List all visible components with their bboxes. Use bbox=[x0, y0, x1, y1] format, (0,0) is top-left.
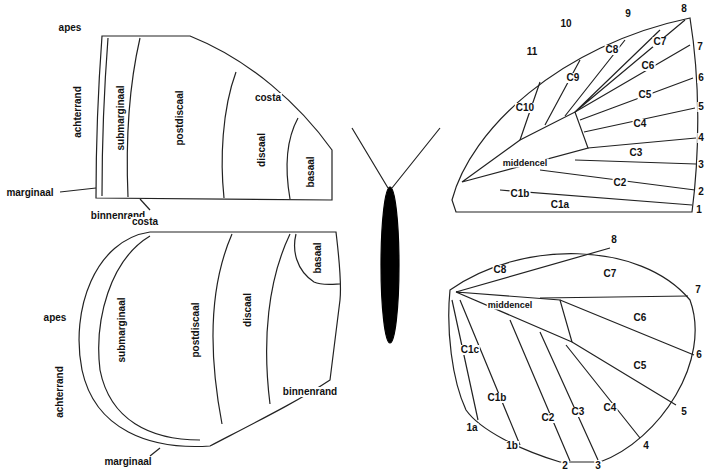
band-line bbox=[99, 236, 200, 440]
callout-number: 8 bbox=[680, 4, 688, 14]
callout-number: 11 bbox=[526, 47, 539, 57]
callout-number: 5 bbox=[680, 407, 688, 417]
callout-number: 1 bbox=[695, 205, 703, 215]
region-label: apes bbox=[43, 313, 68, 323]
callout-number: 9 bbox=[624, 9, 632, 19]
region-label: costa bbox=[254, 93, 282, 103]
hindwing-venation-outline bbox=[449, 254, 695, 462]
callout-number: C9 bbox=[566, 73, 581, 83]
region-label: marginaal bbox=[103, 457, 152, 467]
region-label: basaal bbox=[313, 241, 323, 274]
region-label: costa bbox=[131, 217, 159, 227]
callout-number: C1b bbox=[487, 393, 508, 403]
callout-number: C8 bbox=[605, 45, 620, 55]
region-label: submarginaal bbox=[117, 296, 127, 363]
discal-cell bbox=[456, 292, 572, 342]
callout-number: C5 bbox=[638, 90, 653, 100]
callout-number: C1b bbox=[510, 189, 531, 199]
region-label: postdiscaal bbox=[175, 89, 185, 146]
callout-number: C8 bbox=[493, 265, 508, 275]
forewing-outline bbox=[96, 36, 332, 200]
band-line bbox=[127, 38, 140, 197]
leader-line bbox=[60, 188, 96, 192]
region-label: achterrand bbox=[73, 85, 83, 139]
region-label: apes bbox=[58, 23, 83, 33]
callout-number: 3 bbox=[594, 461, 602, 471]
callout-number: 7 bbox=[694, 285, 702, 295]
callout-number: C7 bbox=[603, 269, 618, 279]
region-label: discaal bbox=[257, 132, 267, 168]
callout-number: C3 bbox=[571, 407, 586, 417]
callout-number: C4 bbox=[603, 403, 618, 413]
callout-number: C5 bbox=[633, 361, 648, 371]
callout-number: C7 bbox=[653, 37, 668, 47]
callout-number: C4 bbox=[633, 119, 648, 129]
vein bbox=[520, 20, 685, 140]
cell-label: middencel bbox=[502, 159, 549, 168]
callout-number: 8 bbox=[610, 235, 618, 245]
callout-number: C6 bbox=[633, 313, 648, 323]
callout-number: 3 bbox=[697, 160, 705, 170]
callout-number: 6 bbox=[697, 73, 705, 83]
forewing-venation-outline bbox=[452, 18, 698, 212]
callout-number: 1a bbox=[465, 423, 478, 433]
region-label: postdiscaal bbox=[191, 301, 201, 358]
cell-label: middencel bbox=[487, 301, 534, 310]
callout-number: 10 bbox=[559, 19, 572, 29]
callout-number: 2 bbox=[561, 461, 569, 471]
band-line bbox=[295, 234, 340, 285]
region-label: discaal bbox=[243, 292, 253, 328]
region-label: achterrand bbox=[55, 365, 65, 419]
band-line bbox=[287, 118, 298, 199]
region-label: marginaal bbox=[5, 188, 54, 198]
leader-line bbox=[140, 199, 150, 210]
callout-number: 4 bbox=[642, 441, 650, 451]
region-label: binnenrand bbox=[282, 387, 338, 397]
callout-number: 6 bbox=[695, 350, 703, 360]
callout-number: 2 bbox=[697, 187, 705, 197]
antenna bbox=[352, 128, 440, 188]
leader-line bbox=[150, 448, 160, 456]
region-label: submarginaal bbox=[116, 84, 126, 151]
discal-cell bbox=[462, 112, 588, 182]
vein bbox=[452, 248, 694, 461]
callout-number: C1a bbox=[550, 200, 570, 210]
callout-number: 1b bbox=[505, 441, 519, 451]
callout-number: 4 bbox=[697, 133, 705, 143]
band-line bbox=[267, 234, 290, 404]
body bbox=[381, 187, 399, 343]
region-label: basaal bbox=[306, 155, 316, 188]
callout-number: C3 bbox=[629, 148, 644, 158]
band-line bbox=[213, 234, 232, 424]
callout-number: C2 bbox=[613, 178, 628, 188]
callout-number: C1c bbox=[460, 345, 480, 355]
hindwing-outline bbox=[79, 232, 340, 446]
band-line bbox=[222, 72, 236, 198]
band-line bbox=[102, 38, 108, 196]
callout-number: 7 bbox=[696, 42, 704, 52]
callout-number: C6 bbox=[641, 61, 656, 71]
callout-number: 5 bbox=[697, 102, 705, 112]
callout-number: C2 bbox=[541, 413, 556, 423]
vein bbox=[500, 45, 696, 205]
callout-number: C10 bbox=[515, 103, 535, 113]
